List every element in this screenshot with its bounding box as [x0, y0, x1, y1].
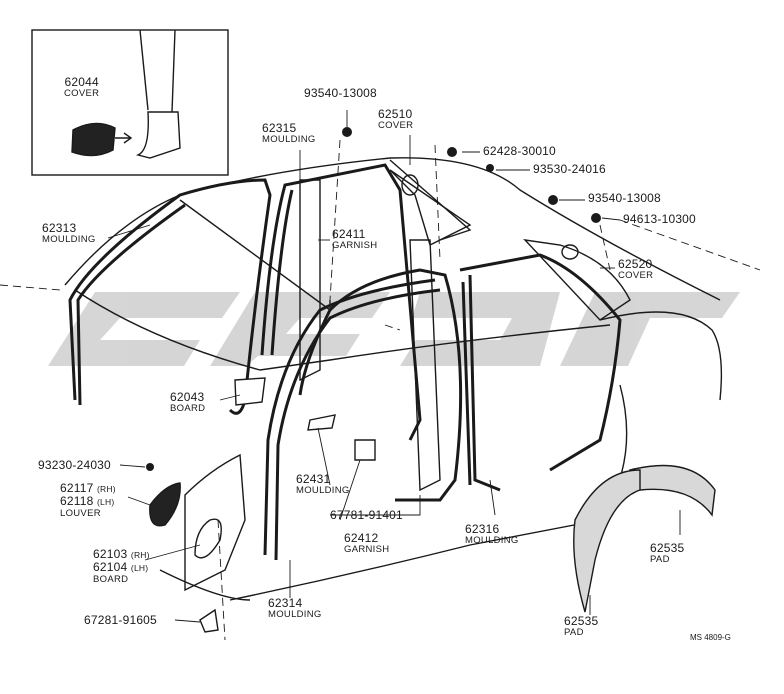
part-name: BOARD [170, 403, 206, 414]
part-label-62510: 62510 COVER [378, 108, 413, 132]
pillar-parts [299, 169, 631, 492]
part-number: 62535 [564, 614, 599, 628]
part-number: 93540-13008 [588, 191, 661, 205]
part-number: 62431 [296, 472, 331, 486]
part-name: MOULDING [296, 485, 350, 496]
part-number-rh: 62117 (RH) [60, 481, 116, 495]
part-name: MOULDING [42, 234, 96, 245]
part-label-62411: 62411 GARNISH [332, 228, 377, 252]
part-number: 94613-10300 [623, 212, 696, 226]
part-label-62412: 62412 GARNISH [344, 532, 389, 556]
part-number: 93530-24016 [533, 162, 606, 176]
clip-icon [548, 195, 558, 205]
part-label-62117-62118: 62117 (RH) 62118 (LH) LOUVER [60, 482, 116, 520]
part-number: 62412 [344, 531, 379, 545]
inset-box [31, 29, 229, 176]
part-number: 62411 [332, 227, 366, 241]
part-name: GARNISH [344, 544, 390, 555]
fasteners [146, 127, 601, 471]
part-number: 62316 [465, 522, 500, 536]
part-number: 62313 [42, 221, 77, 235]
part-name: BOARD [93, 574, 129, 585]
part-label-62431: 62431 MOULDING [296, 473, 350, 497]
part-label-67281-91605: 67281-91605 [84, 614, 157, 626]
car-body [64, 157, 723, 601]
leader-lines [107, 110, 681, 623]
clip-icon [342, 127, 352, 137]
part-number-lh: 62118 (LH) [60, 494, 115, 508]
part-number: 93230-24030 [38, 458, 111, 472]
part-number: 67781-91401 [330, 508, 403, 522]
part-label-62043: 62043 BOARD [170, 391, 205, 415]
part-label-62313: 62313 MOULDING [42, 222, 96, 246]
part-name: COVER [618, 270, 654, 281]
part-label-62103-62104: 62103 (RH) 62104 (LH) BOARD [93, 548, 150, 586]
part-number: 62510 [378, 107, 413, 121]
part-label-62520: 62520 COVER [618, 258, 653, 282]
part-label-67781-91401: 67781-91401 [330, 509, 403, 521]
screw-icon [146, 463, 154, 471]
part-label-93230-24030: 93230-24030 [38, 459, 111, 471]
part-number: 62520 [618, 257, 653, 271]
part-name: LOUVER [60, 508, 101, 519]
watermark-logo [48, 292, 740, 366]
part-number: 62314 [268, 596, 303, 610]
part-number: 62315 [262, 121, 297, 135]
part-label-62315: 62315 MOULDING [262, 122, 316, 146]
part-number: 62428-30010 [483, 144, 556, 158]
part-name: MOULDING [262, 134, 316, 145]
part-name: MOULDING [465, 535, 519, 546]
part-name: MOULDING [268, 609, 322, 620]
part-number: 93540-13008 [304, 86, 377, 100]
door-panels [149, 377, 376, 633]
part-name: PAD [564, 627, 584, 638]
part-label-93540-13008-a: 93540-13008 [304, 87, 377, 99]
part-number: 67281-91605 [84, 613, 157, 627]
part-label-62314: 62314 MOULDING [268, 597, 322, 621]
part-label-62535-a: 62535 PAD [650, 542, 684, 566]
part-name: PAD [650, 554, 670, 565]
clip-icon [591, 213, 601, 223]
part-number: 62043 [170, 390, 205, 404]
part-label-62044: 62044 COVER [64, 76, 99, 100]
part-name: COVER [378, 120, 414, 131]
part-label-62535-b: 62535 PAD [564, 615, 598, 639]
reference-lines [0, 139, 761, 641]
part-label-93540-13008-b: 93540-13008 [588, 192, 661, 204]
part-name: GARNISH [332, 240, 378, 251]
part-name: COVER [64, 88, 100, 99]
wheel-pad [573, 464, 716, 613]
part-label-62428-30010: 62428-30010 [483, 145, 556, 157]
part-number: 62044 [64, 75, 99, 89]
part-number: 62535 [650, 541, 685, 555]
figure-code: MS 4809-G [690, 633, 731, 642]
part-label-93530-24016: 93530-24016 [533, 163, 606, 175]
part-label-94613-10300: 94613-10300 [623, 213, 696, 225]
part-number-rh: 62103 (RH) [93, 547, 150, 561]
screw-icon [486, 164, 494, 172]
part-label-62316: 62316 MOULDING [465, 523, 519, 547]
part-number-lh: 62104 (LH) [93, 560, 149, 574]
clip-icon [447, 147, 457, 157]
